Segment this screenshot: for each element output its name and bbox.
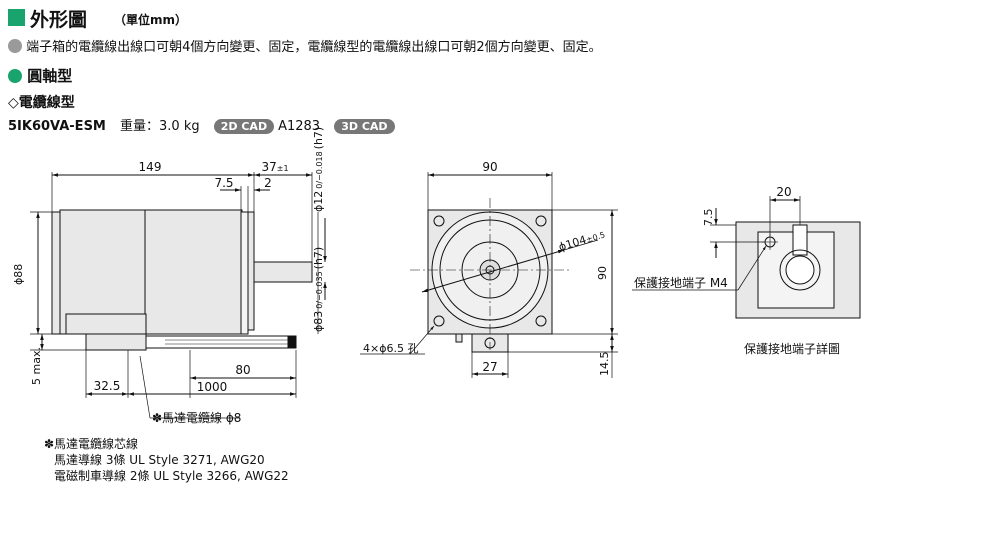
dim-holes: 4×ϕ6.5 孔 xyxy=(363,342,418,355)
model-name: 5IK60VA-ESM xyxy=(8,119,106,134)
dim-149: 149 xyxy=(139,160,162,174)
cad-2d-code: A1283 xyxy=(278,119,321,134)
svg-text:ϕ830/−0.035(h7): ϕ830/−0.035(h7) xyxy=(312,247,325,332)
subsection-heading: ◇電纜線型 xyxy=(8,95,75,111)
dim-32-5: 32.5 xyxy=(94,379,121,393)
section-heading: 圓軸型 xyxy=(8,65,72,86)
dim-1000: 1000 xyxy=(197,380,228,394)
section-heading-text: 圓軸型 xyxy=(27,67,73,85)
cad-2d-button[interactable]: 2D CAD xyxy=(213,119,275,134)
cable-callout: ✽馬達電纜線 ϕ8 xyxy=(152,410,241,425)
dim-37: 37±1 xyxy=(261,160,288,174)
dim-2: 2 xyxy=(264,176,272,190)
side-view-motor xyxy=(51,209,313,351)
dim-phi88: ϕ88 xyxy=(12,264,25,285)
ground-terminal-detail xyxy=(735,221,861,319)
wire-note-motor: 馬達導線 3條 UL Style 3271, AWG20 xyxy=(54,453,265,467)
ground-detail-caption: 保護接地端子詳圖 xyxy=(744,341,840,356)
dim-phi12: ϕ120/−0.018(h7) xyxy=(312,127,325,212)
cable-note-text: 端子箱的電纜線出線口可朝4個方向變更、固定，電纜線型的電纜線出線口可朝2個方向變… xyxy=(26,40,602,55)
model-weight: 重量：3.0 kg xyxy=(120,119,200,134)
dim-phi104: ϕ104±0.5 xyxy=(557,227,606,254)
bullet-icon xyxy=(8,69,22,83)
cable-note: 端子箱的電纜線出線口可朝4個方向變更、固定，電纜線型的電纜線出線口可朝2個方向變… xyxy=(8,36,602,55)
page-title: 外形圖 xyxy=(30,9,88,31)
front-view xyxy=(410,198,570,353)
dim-90-width: 90 xyxy=(482,160,497,174)
wire-notes: ✽馬達電纜線芯線 馬達導線 3條 UL Style 3271, AWG20 電磁… xyxy=(44,436,289,484)
section-marker xyxy=(8,9,25,26)
dim-7-5: 7.5 xyxy=(214,176,233,190)
cable xyxy=(146,335,297,349)
wire-notes-title: ✽馬達電纜線芯線 xyxy=(44,437,139,451)
dim-27: 27 xyxy=(482,360,497,374)
ground-terminal-label: 保護接地端子 M4 xyxy=(634,275,728,290)
dim-5max: 5 max. xyxy=(30,347,43,385)
dim-80: 80 xyxy=(235,363,250,377)
dim-phi83: ϕ830/−0.035(h7) xyxy=(312,247,325,332)
wire-note-brake: 電磁制車導線 2條 UL Style 3266, AWG22 xyxy=(54,469,289,483)
dim-90-height: 90 xyxy=(596,266,609,280)
cad-3d-button[interactable]: 3D CAD xyxy=(334,119,395,134)
dim-14-5: 14.5 xyxy=(598,352,611,377)
dim-20: 20 xyxy=(776,185,791,199)
svg-text:ϕ120/−0.018(h7): ϕ120/−0.018(h7) xyxy=(312,127,325,212)
unit-label: （單位mm） xyxy=(114,13,188,27)
svg-text:ϕ104±0.5: ϕ104±0.5 xyxy=(557,227,606,253)
bullet-icon xyxy=(8,39,22,53)
dim-7-5-terminal: 7.5 xyxy=(702,209,715,227)
